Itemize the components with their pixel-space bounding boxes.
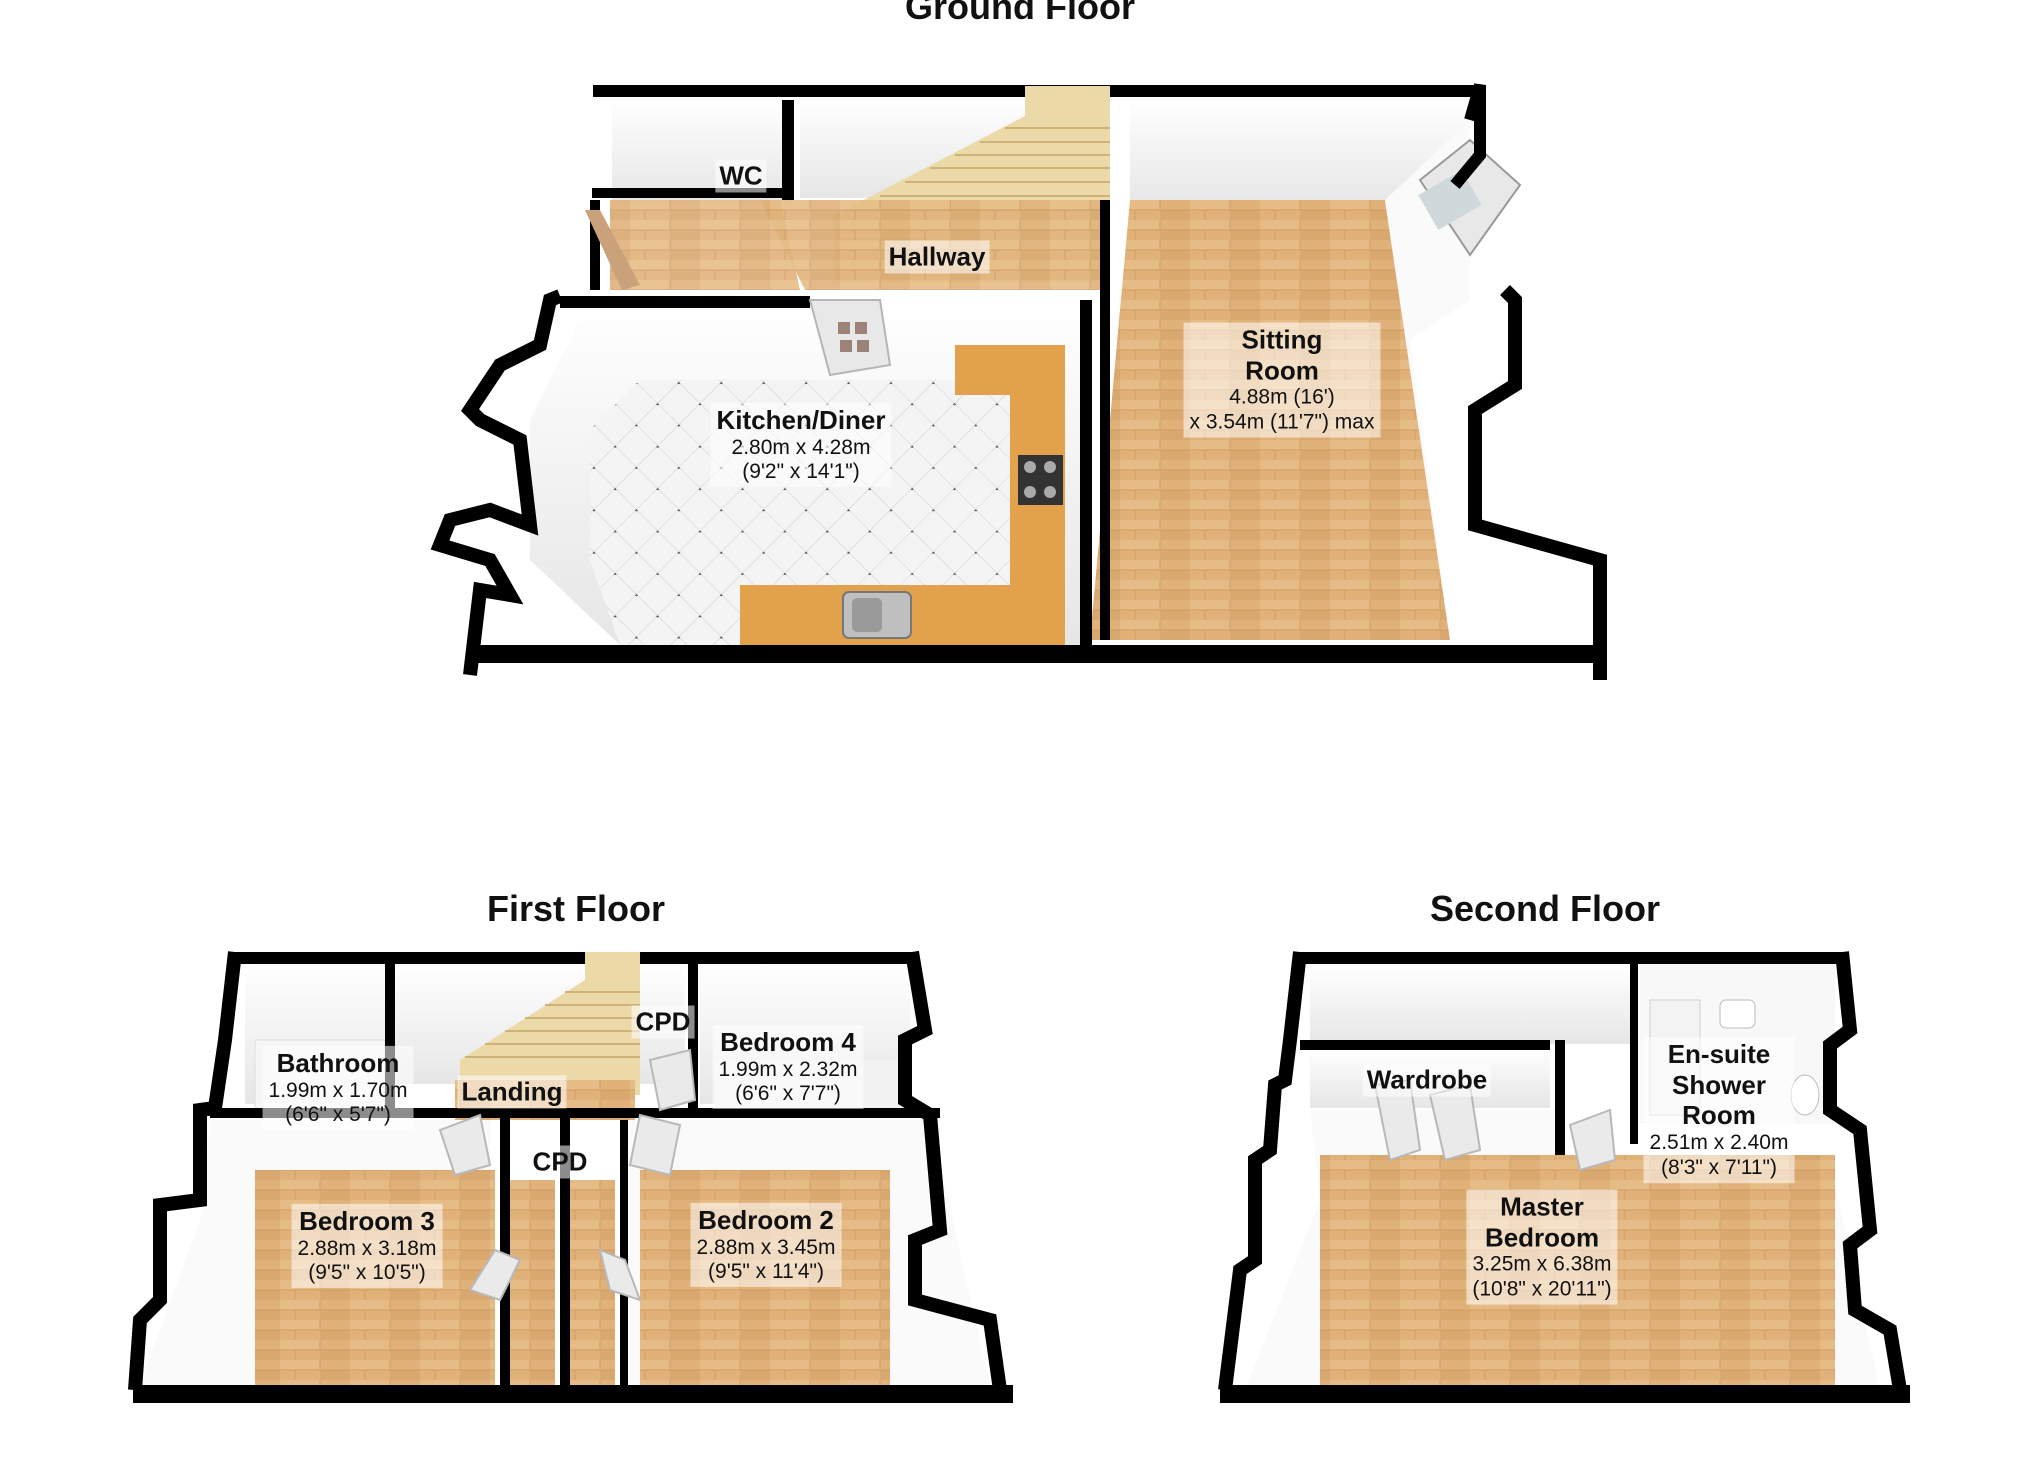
bedroom-2-name: Bedroom 2 <box>698 1204 834 1235</box>
bedroom-4-dim-metric: 1.99m x 2.32m <box>718 1057 858 1081</box>
sitting-room-label: Sitting Room 4.88m (16') x 3.54m (11'7")… <box>1183 322 1381 438</box>
ensuite-name-line3: Room <box>1682 1100 1756 1131</box>
wardrobe-label: Wardrobe <box>1362 1063 1492 1097</box>
ensuite-dim-imperial: (8'3" x 7'11") <box>1661 1156 1777 1180</box>
bedroom-3-label: Bedroom 3 2.88m x 3.18m (9'5" x 10'5") <box>291 1203 443 1289</box>
master-bedroom-dim-metric: 3.25m x 6.38m <box>1472 1252 1612 1276</box>
bathroom-dim-metric: 1.99m x 1.70m <box>268 1078 408 1102</box>
kitchen-diner-dim-imperial: (9'2" x 14'1") <box>742 460 860 484</box>
hallway-label: Hallway <box>884 240 990 274</box>
bedroom-3-dim-imperial: (9'5" x 10'5") <box>308 1261 426 1285</box>
second-floor-plan <box>1218 951 1910 1403</box>
bedroom-4-label: Bedroom 4 1.99m x 2.32m (6'6" x 7'7") <box>712 1024 864 1110</box>
bedroom-2-dim-metric: 2.88m x 3.45m <box>696 1235 836 1259</box>
ground-floor-title: Ground Floor <box>905 0 1135 27</box>
kitchen-diner-name: Kitchen/Diner <box>716 404 886 435</box>
kitchen-diner-label: Kitchen/Diner 2.80m x 4.28m (9'2" x 14'1… <box>710 402 892 488</box>
landing-label: Landing <box>457 1075 567 1109</box>
ensuite-shower-room-label: En-suite Shower Room 2.51m x 2.40m (8'3"… <box>1643 1037 1795 1183</box>
bedroom-4-name: Bedroom 4 <box>720 1026 856 1057</box>
wc-label: WC <box>715 159 767 193</box>
cpd-top-label: CPD <box>631 1005 695 1039</box>
ensuite-dim-metric: 2.51m x 2.40m <box>1649 1131 1789 1155</box>
ensuite-name-line1: En-suite <box>1667 1039 1771 1070</box>
bedroom-2-label: Bedroom 2 2.88m x 3.45m (9'5" x 11'4") <box>690 1202 842 1288</box>
second-floor-title: Second Floor <box>1429 888 1661 929</box>
master-bedroom-label: Master Bedroom 3.25m x 6.38m (10'8" x 20… <box>1466 1189 1618 1305</box>
master-bedroom-name-line2: Bedroom <box>1484 1222 1600 1253</box>
bedroom-4-dim-imperial: (6'6" x 7'7") <box>735 1082 841 1106</box>
sitting-room-dim-imperial: x 3.54m (11'7") max <box>1189 410 1375 434</box>
ensuite-name-line2: Shower <box>1672 1069 1766 1100</box>
first-stairs <box>460 952 640 1095</box>
bedroom-2-dim-imperial: (9'5" x 11'4") <box>708 1260 824 1284</box>
first-floor-title: First Floor <box>487 888 665 929</box>
sitting-room-name-line2: Room <box>1245 355 1319 386</box>
bathroom-dim-imperial: (6'6" x 5'7") <box>285 1103 391 1127</box>
master-bedroom-name-line1: Master <box>1500 1191 1584 1222</box>
bedroom-3-dim-metric: 2.88m x 3.18m <box>297 1236 437 1260</box>
bathroom-label: Bathroom 1.99m x 1.70m (6'6" x 5'7") <box>262 1045 414 1131</box>
bedroom-3-name: Bedroom 3 <box>299 1205 435 1236</box>
sitting-room-name-line1: Sitting <box>1241 324 1323 355</box>
ground-floor-plan <box>430 83 1607 680</box>
sitting-room-dim-metric: 4.88m (16') <box>1229 385 1335 409</box>
bathroom-name: Bathroom <box>276 1047 400 1078</box>
kitchen-diner-dim-metric: 2.80m x 4.28m <box>731 435 871 459</box>
master-bedroom-dim-imperial: (10'8" x 20'11") <box>1472 1277 1612 1301</box>
kitchen-worktop <box>740 345 1065 645</box>
cpd-middle-label: CPD <box>528 1145 592 1179</box>
